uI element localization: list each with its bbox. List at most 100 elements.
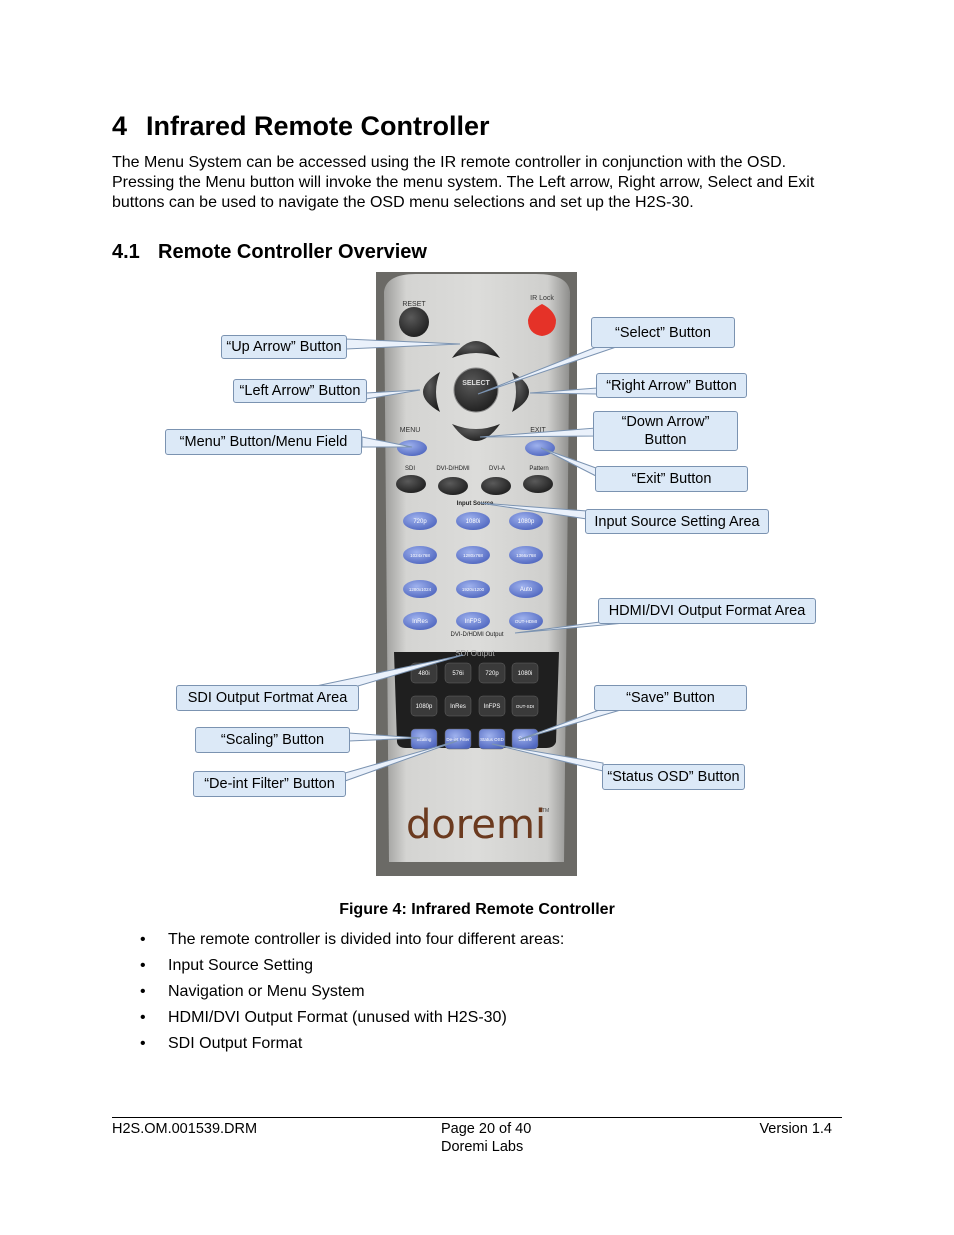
format-button-label: Auto [520,587,533,593]
list-item-text: Input Source Setting [168,957,313,974]
bullet-dot: • [140,955,146,977]
format-button: InRes [403,612,437,630]
sdi-button: 720p [479,663,505,683]
format-button: 1920x1200 [456,580,490,598]
brand-tm: TM [542,808,549,814]
figure-caption: Figure 4: Infrared Remote Controller [0,901,954,919]
select-button [454,368,498,412]
bullet-list: • The remote controller is divided into f… [140,929,564,1059]
format-button-label: 1280x1024 [409,587,432,592]
bullet-dot: • [140,929,146,951]
callout-sdi-output: SDI Output Fortmat Area [176,685,359,711]
sdi-button-label: 480i [418,671,429,677]
section-number: 4.1 [112,241,158,264]
sdi-button-label: InFPS [484,704,501,710]
source-label-sdi: SDI [405,466,415,472]
sdi-button: 576i [445,663,471,683]
callout-select: “Select” Button [591,317,735,348]
sdi-button: InFPS [479,696,505,716]
footer-page: Page 20 of 40 [441,1120,531,1138]
footer-doc-id: H2S.OM.001539.DRM [112,1120,257,1138]
format-button: 1280x1024 [403,580,437,598]
sdi-button-label: 720p [485,671,499,677]
format-button: 1024x768 [403,546,437,564]
sdi-button: De-int Filter [445,729,471,749]
format-button-label: 1080p [518,519,535,525]
list-item-text: The remote controller is divided into fo… [168,931,564,948]
sdi-button-label: De-int Filter [446,737,470,742]
list-item: • The remote controller is divided into f… [140,929,564,955]
sdi-button: 1080i [512,663,538,683]
reset-button [399,307,429,337]
menu-label: MENU [400,427,421,434]
sdi-button: Status OSD [479,729,505,749]
sdi-button-label: Scaling [417,737,432,742]
dvi-output-label: DVI-D/HDMI Output [450,632,503,638]
sdi-output-label: SDI Output [455,649,495,658]
sdi-button: OUT-SDI [512,696,538,716]
sdi-button-label: 1080i [518,671,533,677]
sdi-button: 1080p [411,696,437,716]
list-item: • Input Source Setting [140,955,564,981]
format-button: 720p [403,512,437,530]
source-label-dvi-d: DVI-D/HDMI [436,466,470,472]
callout-down-line1: “Down Arrow” [622,413,710,431]
source-button-sdi [396,475,426,493]
format-button: 1280x768 [456,546,490,564]
callout-down-line2: Button [645,431,687,449]
callout-right-arrow: “Right Arrow” Button [596,373,747,398]
sdi-button: 480i [411,663,437,683]
sdi-button-label: 576i [452,671,463,677]
exit-button [525,440,555,456]
sdi-button-label: InRes [450,704,466,710]
sdi-button-label: 1080p [416,704,433,710]
format-button-label: InFPS [465,619,482,625]
bullet-dot: • [140,1033,146,1055]
format-button-label: 720p [413,519,427,525]
list-item: •Navigation or Menu System [140,981,564,1007]
ir-lock-label: IR Lock [530,295,554,302]
callout-left-arrow: “Left Arrow” Button [233,379,367,403]
source-label-pattern: Pattern [529,466,548,472]
bullet-dot: • [140,1007,146,1029]
format-button-label: 1024x768 [410,553,430,558]
format-button-label: InRes [412,619,428,625]
format-button-label: 1366x768 [516,553,536,558]
sdi-button-label: Save [518,737,532,743]
chapter-title: Infrared Remote Controller [146,111,490,141]
brand-logo: doremi [406,802,546,848]
format-button: 1080i [456,512,490,530]
format-button: Auto [509,580,543,598]
callout-up-arrow: “Up Arrow” Button [221,335,347,359]
reset-label: RESET [402,301,426,308]
menu-button [397,440,427,456]
callout-exit: “Exit” Button [595,466,748,492]
callout-input-source: Input Source Setting Area [585,509,769,534]
list-item: • SDI Output Format [140,1033,564,1059]
format-button: OUT-HDMI [509,612,543,630]
list-item-text: SDI Output Format [168,1035,302,1052]
footer-rule [112,1117,842,1118]
list-item-text: HDMI/DVI Output Format (unused with H2S-… [168,1009,507,1026]
format-button: 1080p [509,512,543,530]
format-button: InFPS [456,612,490,630]
sdi-button: Save [512,729,538,749]
remote-photo: RESET IR Lock SELECT MENU EXIT SDI DVI-D… [376,272,577,876]
source-button-dvi-a [481,477,511,495]
callout-save: “Save” Button [594,685,747,711]
sdi-button-label: OUT-SDI [516,704,534,709]
list-item-text: Navigation or Menu System [168,983,365,1000]
callout-hdmi-dvi: HDMI/DVI Output Format Area [598,598,816,624]
format-button-label: 1080i [466,519,481,525]
intro-paragraph: The Menu System can be accessed using th… [112,153,842,213]
footer-version: Version 1.4 [759,1120,832,1138]
source-label-dvi-a: DVI-A [489,466,505,472]
sdi-button: InRes [445,696,471,716]
callout-deint-filter: “De-int Filter” Button [193,771,346,797]
list-item: • HDMI/DVI Output Format (unused with H2S… [140,1007,564,1033]
input-source-label: Input Source [457,501,494,507]
format-button-label: 1920x1200 [462,587,485,592]
source-button-pattern [523,475,553,493]
